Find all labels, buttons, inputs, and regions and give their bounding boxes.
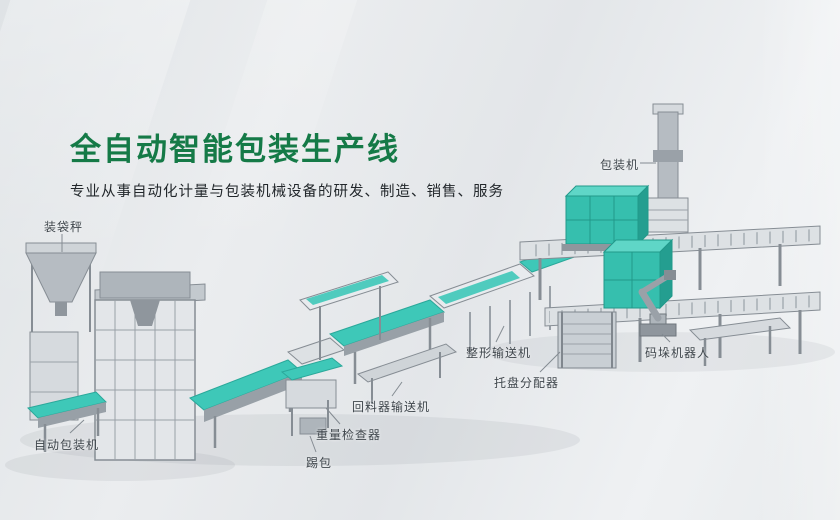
equipment-label-shaping-conveyor: 整形输送机 <box>466 346 532 360</box>
leader-lines <box>61 162 671 453</box>
return-conveyor-machine <box>356 343 458 404</box>
packing-tower <box>647 103 689 233</box>
palletizing-robot-machine <box>638 270 677 337</box>
weight-checker-machine <box>280 357 344 436</box>
equipment-label-pallet-dispenser: 托盘分配器 <box>494 376 560 390</box>
equipment-label-kick-bag: 踢包 <box>306 456 333 470</box>
page-title: 全自动智能包装生产线 <box>70 132 400 167</box>
equipment-label-return-conveyor: 回料器输送机 <box>352 400 431 414</box>
equipment-label-auto-packing-machine: 自动包装机 <box>34 438 100 452</box>
equipment-label-packing-machine: 包装机 <box>600 158 640 172</box>
equipment-label-palletizing-robot: 码垛机器人 <box>645 346 711 360</box>
equipment-label-weight-checker: 重量检查器 <box>316 428 382 442</box>
outfeed-conveyor <box>688 317 792 366</box>
equipment-label-bagging-scale: 装袋秤 <box>44 220 84 234</box>
pallet-dispenser-machine <box>557 311 617 369</box>
pallet-stack <box>602 238 674 310</box>
bagging-scale-machine <box>25 242 97 421</box>
pallet-stack <box>562 184 650 251</box>
auto-packing-machine <box>27 271 206 461</box>
page-subtitle: 专业从事自动化计量与包装机械设备的研发、制造、销售、服务 <box>70 184 504 200</box>
